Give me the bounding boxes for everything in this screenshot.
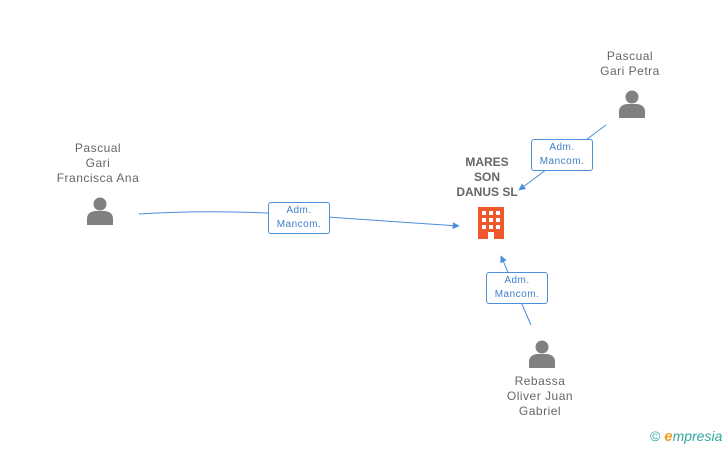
person-name-line: Francisca Ana (56, 171, 140, 185)
relation-label-line: Mancom. (539, 156, 585, 167)
person-icon[interactable] (85, 195, 115, 225)
relation-label-line: Adm. (286, 205, 312, 216)
building-icon[interactable] (475, 205, 507, 239)
company-name-line: MARES (465, 155, 509, 169)
brand-logo-letter: e (664, 428, 673, 445)
person-name-line: Gari (85, 156, 111, 170)
person-name-line: Pascual (606, 49, 654, 63)
person-name-line: Rebassa (514, 374, 566, 388)
person-name-line: Pascual (74, 141, 122, 155)
brand-logo-text: mpresia (672, 428, 723, 444)
person-name-line: Gari Petra (600, 64, 660, 78)
person-name-gari-petra[interactable]: Pascual Gari Petra (580, 49, 680, 79)
person-icon[interactable] (527, 338, 557, 368)
relation-label-juan-gabriel[interactable]: Adm. Mancom. (486, 272, 548, 304)
relation-label-line: Mancom. (276, 219, 322, 230)
brand-logo[interactable]: © empresia (650, 428, 722, 445)
person-name-line: Oliver Juan (506, 389, 574, 403)
company-name-line: SON (473, 170, 500, 184)
copyright-icon: © (650, 428, 661, 444)
company-name[interactable]: MARES SON DANUS SL (447, 155, 527, 200)
relation-label-line: Mancom. (494, 289, 540, 300)
person-name-line: Gabriel (518, 404, 562, 418)
company-name-line: DANUS SL (456, 185, 518, 199)
person-name-juan-gabriel[interactable]: Rebassa Oliver Juan Gabriel (490, 374, 590, 419)
person-name-francisca-ana[interactable]: Pascual Gari Francisca Ana (48, 141, 148, 186)
relation-label-line: Adm. (549, 142, 575, 153)
relation-label-line: Adm. (504, 275, 530, 286)
edge-francisca-ana (138, 211, 460, 230)
person-icon[interactable] (617, 88, 647, 118)
relation-label-gari-petra[interactable]: Adm. Mancom. (531, 139, 593, 171)
relation-label-francisca-ana[interactable]: Adm. Mancom. (268, 202, 330, 234)
